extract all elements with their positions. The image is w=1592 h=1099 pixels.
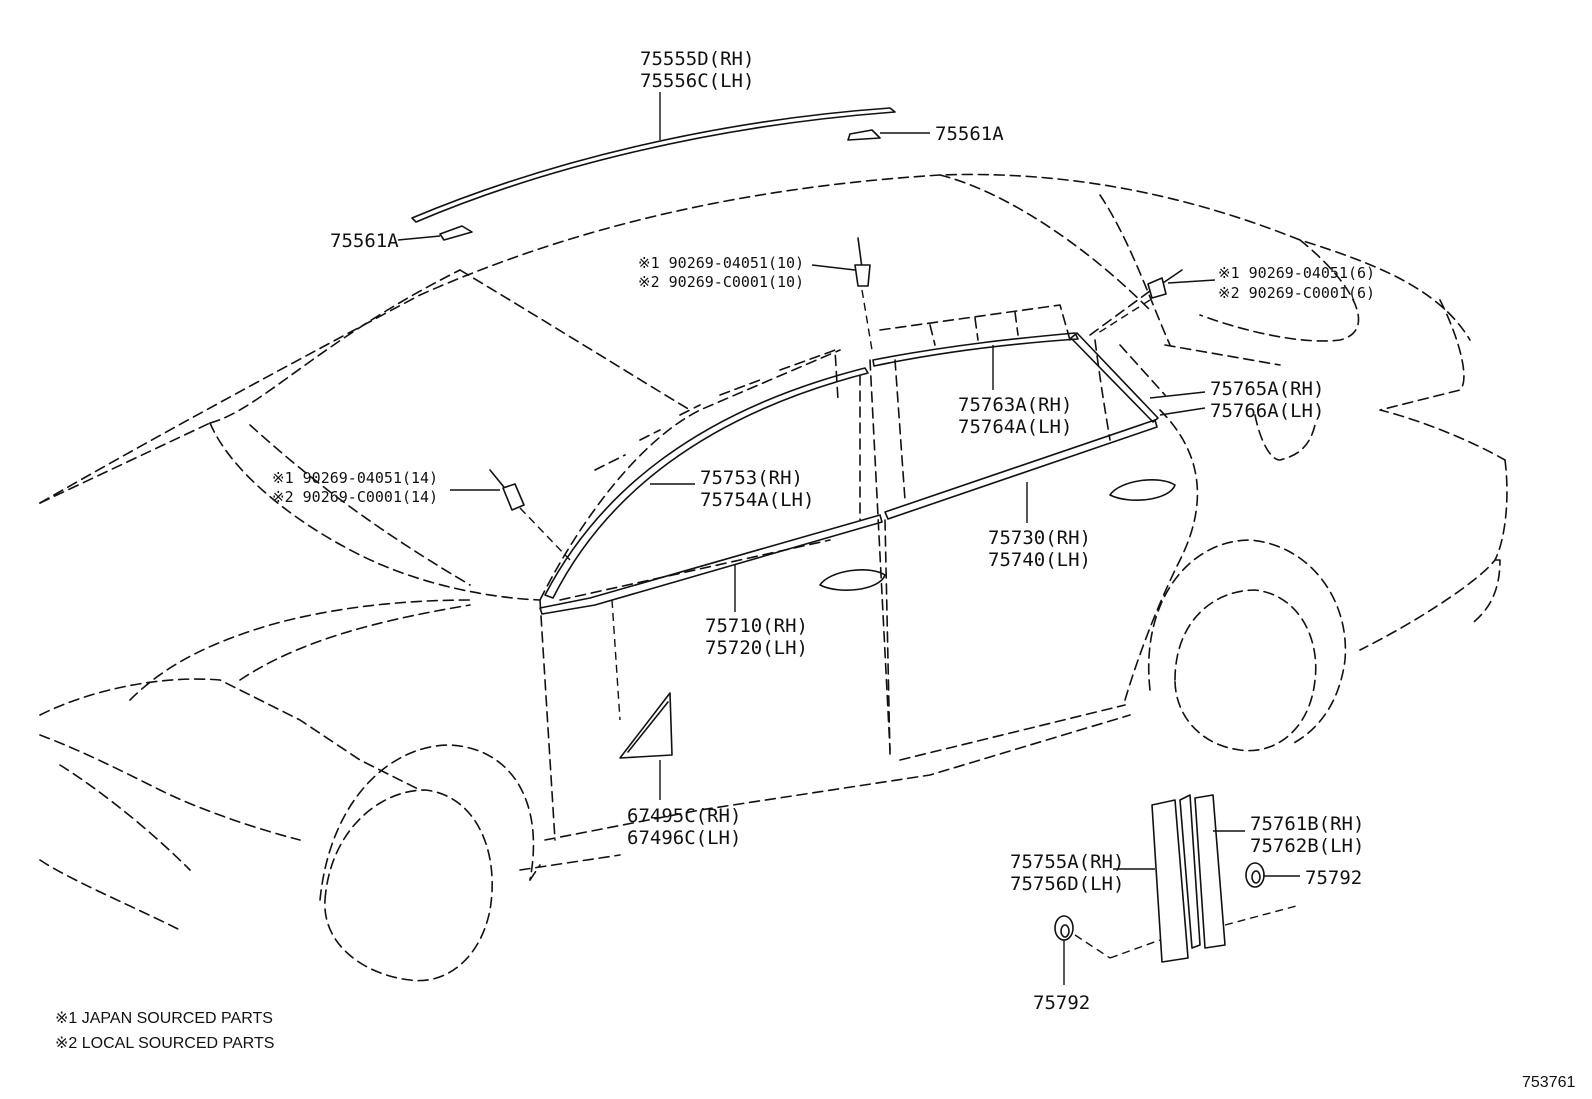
- roof-molding: [411, 107, 896, 223]
- note-japan-sourced: ※1 JAPAN SOURCED PARTS: [55, 1010, 273, 1027]
- part-labels: 75555D(RH) 75556C(LH) 75561A 75561A ※1 9…: [272, 48, 1375, 1014]
- label-rear-frame-lh: 75764A(LH): [958, 416, 1072, 438]
- label-pillar-molding-lh: 75756D(LH): [1010, 873, 1124, 895]
- label-rear-quarter-lh: 75766A(LH): [1210, 400, 1324, 422]
- roof-clip-right: [847, 129, 881, 141]
- label-roof-clip-right: 75561A: [935, 123, 1004, 145]
- car-body: [39, 173, 1508, 982]
- label-front-belt-rh: 75710(RH): [705, 615, 808, 637]
- front-door-frame-molding: [544, 367, 869, 599]
- clip-mid: [854, 237, 871, 287]
- rear-door-frame-molding: [872, 332, 1079, 367]
- label-rear-belt-lh: 75740(LH): [988, 549, 1091, 571]
- mirror-cover: [619, 692, 673, 759]
- front-belt-molding: [539, 514, 883, 615]
- label-clip-rear-1: ※1 90269-04051(6): [1218, 264, 1375, 282]
- label-front-frame-lh: 75754A(LH): [700, 489, 814, 511]
- roof-clip-left: [439, 225, 473, 241]
- pillar-molding: [1151, 799, 1189, 963]
- label-pillar-clip-right: 75792: [1305, 867, 1362, 889]
- label-clip-mid-2: ※2 90269-C0001(10): [638, 273, 804, 291]
- front-door-handle: [819, 569, 886, 591]
- pillar-clip-right: [1245, 862, 1265, 888]
- label-roof-clip-left: 75561A: [330, 230, 399, 252]
- legend-notes: ※1 JAPAN SOURCED PARTS ※2 LOCAL SOURCED …: [55, 1010, 274, 1052]
- label-clip-front-1: ※1 90269-04051(14): [272, 469, 438, 487]
- label-pillar-molding-rh: 75755A(RH): [1010, 851, 1124, 873]
- label-rear-quarter-rh: 75765A(RH): [1210, 378, 1324, 400]
- clip-front: [489, 469, 525, 511]
- pillar-clip-bottom: [1054, 915, 1074, 941]
- label-clip-mid-1: ※1 90269-04051(10): [638, 254, 804, 272]
- label-pillar-clip-bottom: 75792: [1033, 992, 1090, 1014]
- label-roof-molding-lh: 75556C(LH): [640, 70, 754, 92]
- rear-door-handle: [1109, 479, 1176, 501]
- note-local-sourced: ※2 LOCAL SOURCED PARTS: [55, 1035, 274, 1052]
- pillar-garnish: [1194, 794, 1226, 949]
- label-rear-belt-rh: 75730(RH): [988, 527, 1091, 549]
- pillar-garnish-inner: [1179, 794, 1201, 949]
- label-pillar-garnish-lh: 75762B(LH): [1250, 835, 1364, 857]
- label-mirror-cover-rh: 67495C(RH): [627, 805, 741, 827]
- label-clip-front-2: ※2 90269-C0001(14): [272, 488, 438, 506]
- figure-id: 753761: [1522, 1074, 1575, 1091]
- rear-belt-molding: [884, 419, 1158, 520]
- leader-lines: [397, 92, 1301, 985]
- label-pillar-garnish-rh: 75761B(RH): [1250, 813, 1364, 835]
- label-rear-frame-rh: 75763A(RH): [958, 394, 1072, 416]
- label-front-frame-rh: 75753(RH): [700, 467, 803, 489]
- label-front-belt-lh: 75720(LH): [705, 637, 808, 659]
- label-mirror-cover-lh: 67496C(LH): [627, 827, 741, 849]
- rear-quarter-molding: [1070, 332, 1159, 423]
- label-clip-rear-2: ※2 90269-C0001(6): [1218, 284, 1375, 302]
- label-roof-molding-rh: 75555D(RH): [640, 48, 754, 70]
- clip-rear: [1147, 269, 1183, 299]
